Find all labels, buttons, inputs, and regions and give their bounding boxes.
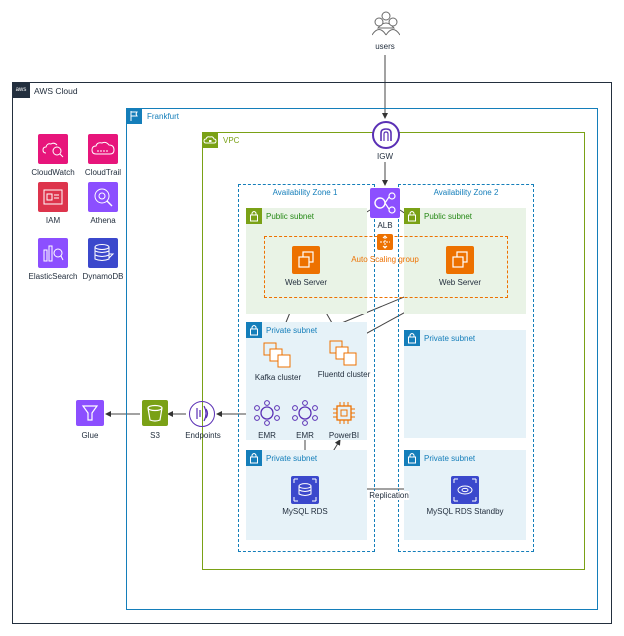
region-group	[126, 108, 598, 610]
fluentd-label: Fluentd cluster	[317, 370, 371, 379]
private-subnet-2a-label: Private subnet	[424, 334, 476, 343]
private-subnet-1a-label: Private subnet	[266, 326, 318, 335]
service-label: Athena	[90, 216, 116, 225]
dynamodb-icon[interactable]	[88, 238, 118, 268]
kafka-label: Kafka cluster	[254, 373, 302, 382]
aws-cloud-label: AWS Cloud	[34, 86, 78, 96]
vpc-cloud-icon	[202, 132, 218, 148]
igw-label: IGW	[377, 152, 393, 161]
users-icon	[371, 10, 401, 36]
ec2-instance-icon[interactable]	[292, 246, 320, 274]
rds-database-icon[interactable]	[291, 476, 319, 504]
private-subnet-1b-label: Private subnet	[266, 454, 318, 463]
public-subnet-1-label: Public subnet	[266, 212, 315, 221]
iam-icon[interactable]	[38, 182, 68, 212]
load-balancer-icon[interactable]	[370, 188, 400, 218]
users-label: users	[375, 42, 395, 51]
s3-label: S3	[150, 431, 160, 440]
ec2-instance-icon[interactable]	[446, 246, 474, 274]
web-server-2-label: Web Server	[438, 278, 482, 287]
replication-label: Replication	[369, 491, 409, 500]
service-label: CloudWatch	[31, 168, 75, 177]
kafka-cluster-icon[interactable]	[263, 342, 293, 370]
private-subnet-2a	[404, 330, 526, 438]
elasticsearch-icon[interactable]	[38, 238, 68, 268]
mysql-label: MySQL RDS	[282, 507, 328, 516]
rds-database-icon[interactable]	[451, 476, 479, 504]
lock-icon	[246, 450, 262, 466]
az1-label: Availability Zone 1	[272, 188, 338, 197]
availability-zone-1	[238, 184, 375, 552]
endpoints-label: Endpoints	[185, 431, 221, 440]
lock-icon	[404, 208, 420, 224]
glue-label: Glue	[81, 431, 99, 440]
lock-icon	[404, 330, 420, 346]
aws-cloud-group	[12, 82, 612, 624]
internet-gateway-icon[interactable]	[372, 121, 400, 149]
az2-label: Availability Zone 2	[433, 188, 499, 197]
availability-zone-2	[398, 184, 534, 552]
asg-label: Auto Scaling group	[351, 255, 419, 264]
public-subnet-2-label: Public subnet	[424, 212, 473, 221]
s3-bucket-icon[interactable]	[142, 400, 168, 426]
alb-label: ALB	[377, 221, 393, 230]
lock-icon	[404, 450, 420, 466]
web-server-1-label: Web Server	[284, 278, 328, 287]
lock-icon	[246, 208, 262, 224]
powerbi-label: PowerBI	[328, 431, 360, 440]
glue-icon[interactable]	[76, 400, 104, 426]
aws-logo-icon: aws	[12, 82, 30, 98]
cloudtrail-icon[interactable]	[88, 134, 118, 164]
fluentd-cluster-icon[interactable]	[329, 340, 359, 368]
region-label: Frankfurt	[147, 112, 180, 121]
mysql-standby-label: MySQL RDS Standby	[426, 507, 504, 516]
athena-icon[interactable]	[88, 182, 118, 212]
vpc-label: VPC	[223, 136, 240, 145]
cloudwatch-icon[interactable]	[38, 134, 68, 164]
region-flag-icon	[126, 108, 142, 124]
emr-icon[interactable]	[292, 400, 318, 426]
auto-scaling-icon	[377, 234, 393, 250]
vpc-endpoint-icon[interactable]	[189, 401, 215, 427]
service-label: IAM	[45, 216, 61, 225]
powerbi-chip-icon[interactable]	[331, 400, 357, 426]
lock-icon	[246, 322, 262, 338]
service-label: ElasticSearch	[28, 272, 78, 281]
service-label: DynamoDB	[82, 272, 124, 281]
service-label: CloudTrail	[84, 168, 122, 177]
emr-icon[interactable]	[254, 400, 280, 426]
private-subnet-2b-label: Private subnet	[424, 454, 476, 463]
emr-1-label: EMR	[258, 431, 276, 440]
emr-2-label: EMR	[296, 431, 314, 440]
